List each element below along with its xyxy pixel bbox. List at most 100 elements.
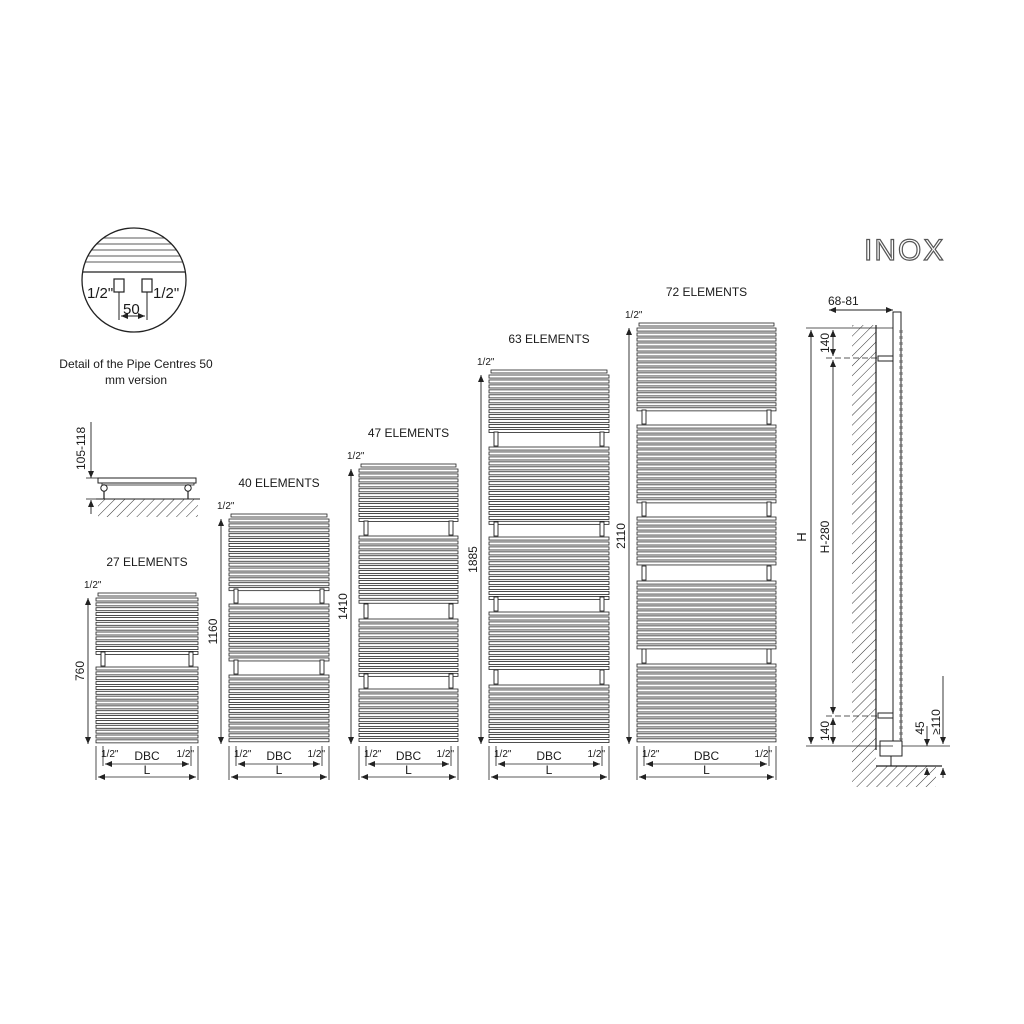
radiator-bar (636, 673, 777, 678)
radiator-bar (488, 491, 610, 496)
dbc-label: DBC (266, 749, 292, 763)
radiator-bar (636, 541, 777, 546)
collector-right (448, 603, 454, 619)
radiator-bar (95, 671, 199, 676)
wall-section-view: 68-81 H 140 H-280 140 45 ≥110 (794, 294, 950, 787)
radiator-bar (228, 718, 330, 723)
radiator-bar (228, 613, 330, 618)
radiator-bar (358, 723, 459, 728)
radiator-bar (358, 658, 459, 662)
radiator-bar (636, 439, 777, 444)
radiator-bar (636, 708, 777, 713)
radiator-bar (488, 719, 610, 724)
radiator-bar (228, 572, 330, 577)
radiator-bar (228, 684, 330, 689)
radiator-bar (636, 332, 777, 337)
radiator-bar (358, 653, 459, 658)
radiator-bar (228, 674, 330, 679)
elements-label: 40 ELEMENTS (238, 476, 319, 490)
bottom-offset-label: 140 (818, 721, 832, 741)
radiator-bar (636, 382, 777, 387)
radiator-bar (488, 546, 610, 551)
radiator-bar (358, 550, 459, 555)
radiator-bar (636, 434, 777, 439)
radiator-bar (95, 646, 199, 650)
radiator-bar (228, 723, 330, 728)
radiator-bar (358, 508, 459, 512)
radiator-bar (636, 444, 777, 449)
radiator-bar (358, 638, 459, 643)
radiator-bar (95, 700, 199, 705)
radiator-bar (488, 379, 610, 384)
bottom-pipe-right-label: 1/2" (308, 749, 326, 760)
radiator-bar (636, 352, 777, 357)
radiator-bar (228, 533, 330, 538)
height-label: 760 (73, 661, 87, 681)
radiator-bar (636, 585, 777, 590)
radiator-bar (636, 605, 777, 610)
radiator-bar (488, 651, 610, 656)
radiator-bar (95, 690, 199, 695)
radiator-bar (636, 551, 777, 556)
radiator-bar (488, 729, 610, 734)
radiator-bar (636, 718, 777, 723)
collector-left (493, 431, 499, 447)
radiator-bar (95, 686, 199, 690)
radiator-bar (488, 456, 610, 461)
radiator-bar (636, 392, 777, 397)
collector-left (493, 669, 499, 685)
radiator-bar (636, 464, 777, 469)
radiator-bar (488, 591, 610, 595)
radiator-bar (358, 570, 459, 575)
radiator-bar (488, 684, 610, 689)
width-label: L (405, 763, 412, 777)
radiator-bar (228, 642, 330, 647)
radiator-bar (636, 595, 777, 600)
radiator-bar (95, 720, 199, 724)
collector-right (448, 520, 454, 536)
radiator-bar (488, 404, 610, 409)
radiator-bar (488, 541, 610, 546)
radiator-bar (488, 481, 610, 486)
radiator-bar (488, 689, 610, 694)
radiator-bar (488, 551, 610, 556)
radiator-bar (488, 561, 610, 566)
collector-right (766, 565, 772, 581)
height-label: 1885 (466, 546, 480, 573)
top-pipe-label: 1/2" (217, 501, 235, 512)
radiator-bar (488, 476, 610, 481)
radiator-bar (228, 623, 330, 628)
radiator-bar (636, 469, 777, 474)
radiator-bar (228, 699, 330, 703)
radiator-bar (95, 734, 199, 739)
radiator-bar (95, 636, 199, 641)
radiator-bar (636, 474, 777, 479)
radiator-bar (358, 698, 459, 703)
collector-right (188, 651, 194, 667)
radiator-bar (488, 724, 610, 729)
radiator-bar (488, 699, 610, 704)
radiator-bar (488, 510, 610, 515)
radiator-bar (488, 384, 610, 389)
radiator-bar (228, 577, 330, 582)
bottom-pipe-right-label: 1/2" (588, 749, 606, 760)
radiator-top-cap (490, 369, 608, 374)
radiator-bars (358, 468, 459, 742)
radiator-bar (95, 602, 199, 607)
radiator-bar (488, 611, 610, 616)
collector-right (766, 648, 772, 664)
radiator-bars (228, 518, 330, 743)
bottom-pipe-right-label: 1/2" (755, 749, 773, 760)
radiator-bar (358, 643, 459, 648)
radiator-bar (358, 493, 459, 498)
radiator-top-cap (97, 592, 197, 597)
radiator-bar (488, 486, 610, 491)
radiator-bar (488, 429, 610, 433)
radiator-bar (488, 656, 610, 661)
radiator-bar (488, 704, 610, 709)
radiator-bar (358, 503, 459, 508)
detail-caption-line1: Detail of the Pipe Centres 50 (59, 357, 213, 371)
radiator-bar (636, 499, 777, 504)
